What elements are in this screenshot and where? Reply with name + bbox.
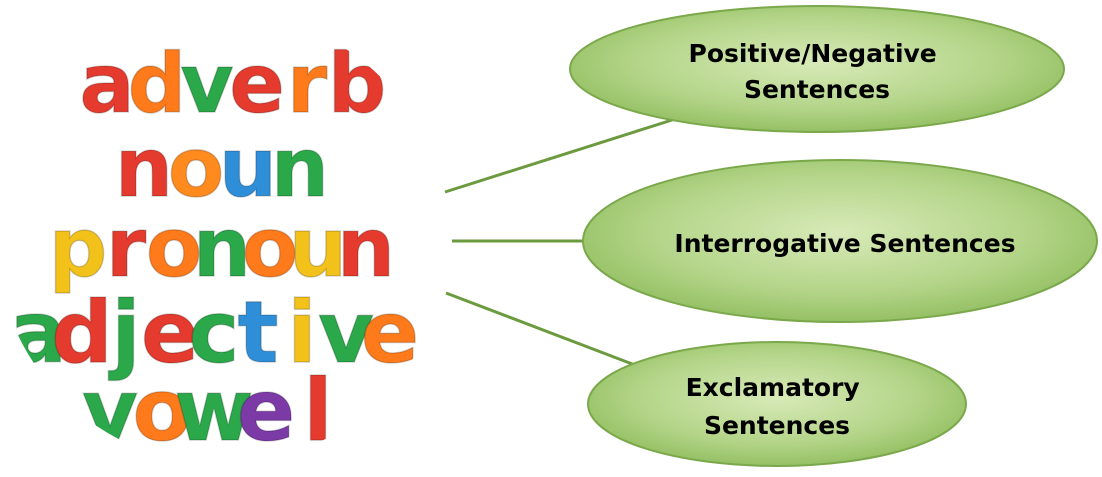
node-exclamatory: Exclamatory Sentences xyxy=(587,341,967,467)
magnet-letter: o xyxy=(146,201,202,296)
node-label-interrogative: Interrogative Sentences xyxy=(674,229,1015,258)
magnet-letter: n xyxy=(337,201,395,296)
magnet-letter: d xyxy=(128,37,187,132)
node-label-positive-negative-line1: Positive/Negative xyxy=(689,39,937,68)
magnet-letter: l xyxy=(303,361,332,461)
magnet-letter: v xyxy=(180,37,233,132)
magnet-letter: r xyxy=(287,37,328,132)
magnet-letter: n xyxy=(271,121,329,216)
magnet-letter: w xyxy=(174,361,253,461)
magnet-letter: b xyxy=(328,37,387,132)
node-positive-negative: Positive/Negative Sentences xyxy=(569,5,1065,133)
ellipse-interrogative xyxy=(582,159,1098,323)
ellipse-exclamatory xyxy=(587,341,967,467)
magnet-letter: v xyxy=(318,283,374,383)
node-label-exclamatory-line2: Sentences xyxy=(704,411,850,440)
svg-text:Positive/Negative Senten: Positive/Negative Sentences xyxy=(689,39,946,104)
svg-text:Interrogative Sentences: Interrogative Sentences xyxy=(674,229,1015,258)
connector-line-top xyxy=(444,118,673,194)
magnet-letter: o xyxy=(132,361,191,461)
connector-line-bottom xyxy=(445,291,649,372)
magnet-letter: j xyxy=(108,283,140,383)
magnet-letter: a xyxy=(79,37,134,132)
magnet-letter: u xyxy=(219,121,277,216)
ellipse-positive-negative xyxy=(569,5,1065,133)
magnet-letter: v xyxy=(82,361,138,461)
node-interrogative: Interrogative Sentences xyxy=(582,159,1098,323)
magnet-letter: o xyxy=(242,201,298,296)
node-label-exclamatory-line1: Exclamatory xyxy=(686,373,860,402)
magnet-letter: u xyxy=(289,201,347,296)
magnet-letter: e xyxy=(229,37,285,132)
magnet-letter: e xyxy=(237,361,295,461)
magnet-letter: o xyxy=(168,121,224,216)
magnet-letter: t xyxy=(237,283,278,383)
magnet-letter: p xyxy=(49,201,108,296)
magnet-letter: e xyxy=(361,283,419,383)
svg-text:Exclamatory Sentences: Exclamatory Sentences xyxy=(686,373,869,440)
magnet-letter: n xyxy=(115,121,173,216)
magnet-letter: n xyxy=(193,201,251,296)
magnet-letter: d xyxy=(51,283,113,383)
magnet-letter: e xyxy=(141,283,199,383)
magnet-letter: r xyxy=(106,201,147,296)
magnet-letter: c xyxy=(189,283,240,383)
node-label-positive-negative-line2: Sentences xyxy=(744,75,890,104)
magnet-letter: i xyxy=(287,283,316,383)
